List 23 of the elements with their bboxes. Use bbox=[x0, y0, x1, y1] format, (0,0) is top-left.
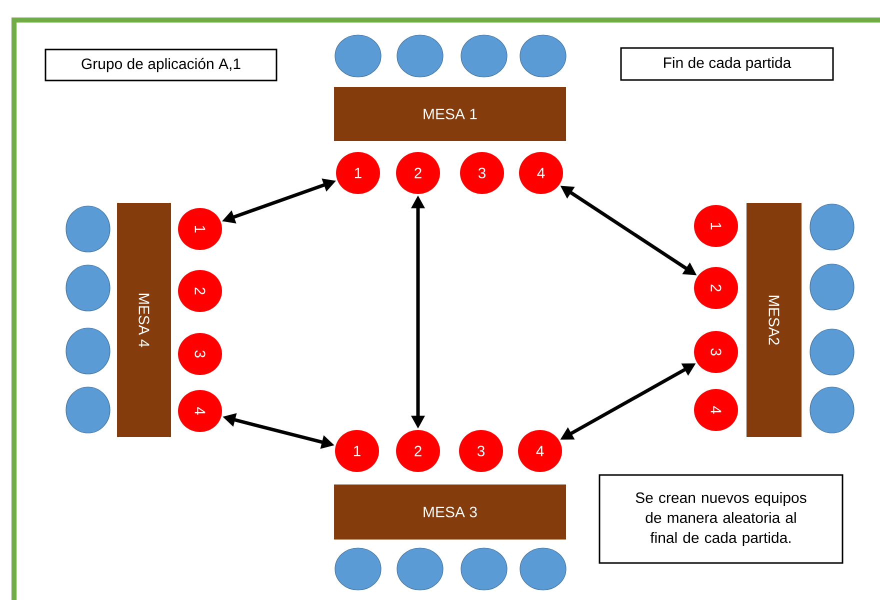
seat-circle bbox=[810, 204, 854, 250]
seat-circle bbox=[66, 206, 110, 252]
seat-circle bbox=[810, 328, 854, 376]
label-box: Grupo de aplicación A,1 bbox=[44, 48, 278, 82]
seat-circle bbox=[460, 34, 508, 78]
seat-circle bbox=[334, 548, 382, 590]
seat-circle bbox=[66, 386, 110, 434]
table-bar: MESA2 bbox=[746, 203, 802, 437]
table-bar: MESA 1 bbox=[334, 87, 566, 141]
table-bar: MESA 3 bbox=[334, 484, 566, 540]
seat-circle bbox=[810, 264, 854, 310]
seat-circle bbox=[460, 548, 508, 590]
seat-circle bbox=[396, 548, 444, 590]
label-box: Fin de cada partida bbox=[620, 47, 834, 81]
seat-circle bbox=[810, 386, 854, 434]
seat-circle bbox=[396, 34, 444, 78]
seat-circle bbox=[66, 264, 110, 312]
seat-circle bbox=[520, 34, 566, 78]
seat-circle bbox=[334, 34, 382, 78]
table-bar: MESA 4 bbox=[117, 203, 171, 437]
seat-circle bbox=[520, 548, 566, 590]
seat-circle bbox=[66, 328, 110, 374]
note-box: Se crean nuevos equipos de manera aleatoria al final de cada partida. bbox=[598, 474, 844, 564]
